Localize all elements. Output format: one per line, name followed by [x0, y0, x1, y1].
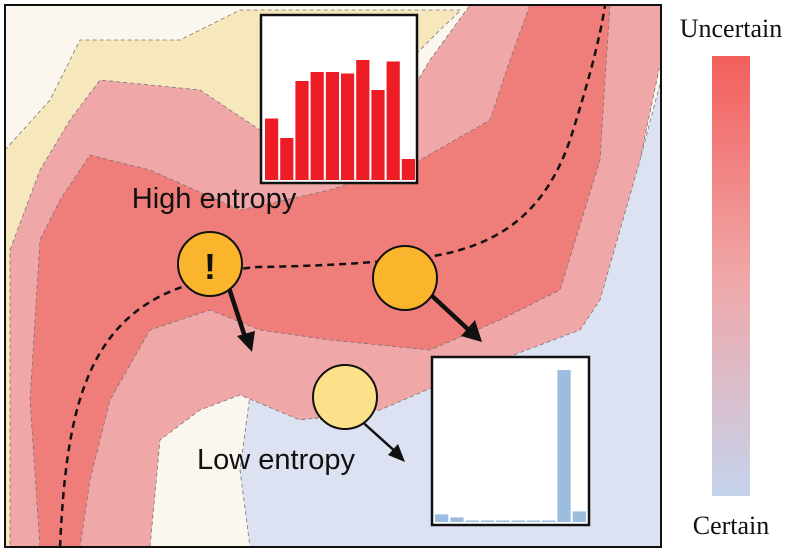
high-entropy-histogram-bar-9: [386, 61, 400, 180]
low-entropy-histogram: [430, 355, 591, 527]
low-entropy-histogram-bar-6: [511, 520, 525, 522]
decision-boundary: [58, 5, 607, 547]
high-entropy-histogram-bar-10: [401, 159, 415, 180]
high-entropy-histogram-bar-2: [280, 138, 294, 180]
low-entropy-histogram-bars: [435, 370, 586, 522]
high-entropy-label: High entropy: [132, 183, 297, 215]
high-sample-arrowhead: [237, 331, 255, 352]
high-entropy-histogram-bar-4: [310, 72, 324, 180]
low-entropy-histogram-bar-5: [496, 520, 510, 522]
boundary-sample-arrowhead: [461, 320, 482, 342]
low-entropy-histogram-bar-1: [435, 514, 449, 522]
boundary-sample-node: [372, 245, 438, 311]
low-entropy-histogram-bar-10: [572, 511, 586, 522]
low-entropy-sample-node: [312, 364, 378, 430]
colorbar-top-label: Uncertain: [680, 14, 783, 43]
high-entropy-histogram: [259, 13, 419, 185]
high-entropy-histogram-bar-5: [325, 72, 339, 180]
low-entropy-histogram-bar-7: [526, 520, 541, 522]
colorbar-bottom-label: Certain: [693, 511, 770, 540]
low-entropy-histogram-bar-3: [465, 520, 479, 522]
arrows: [226, 287, 482, 462]
map-frame: [4, 4, 662, 548]
high-entropy-sample-node: [177, 231, 243, 297]
high-entropy-histogram-bar-3: [295, 81, 309, 180]
low-entropy-histogram-bar-9: [557, 370, 571, 522]
colorbar-gradient: [712, 56, 750, 496]
high-sample-arrow: [226, 287, 249, 341]
warning-icon: !: [204, 246, 216, 287]
high-entropy-histogram-bar-7: [356, 60, 370, 180]
high-entropy-histogram-bars: [265, 60, 415, 180]
high-entropy-histogram-bar-1: [265, 118, 279, 180]
colorbar: Uncertain Certain: [680, 14, 783, 540]
mid-band: [29, 5, 611, 547]
boundary-sample-arrow: [428, 292, 474, 335]
high-entropy-histogram-bar-8: [371, 90, 385, 180]
low-entropy-histogram-bar-2: [450, 517, 464, 522]
low-sample-arrow: [357, 417, 398, 454]
low-entropy-histogram-bar-8: [542, 520, 556, 522]
high-entropy-histogram-bar-6: [341, 73, 355, 180]
low-sample-arrowhead: [388, 444, 405, 462]
low-entropy-label: Low entropy: [197, 444, 355, 476]
low-entropy-histogram-bar-4: [480, 520, 495, 522]
